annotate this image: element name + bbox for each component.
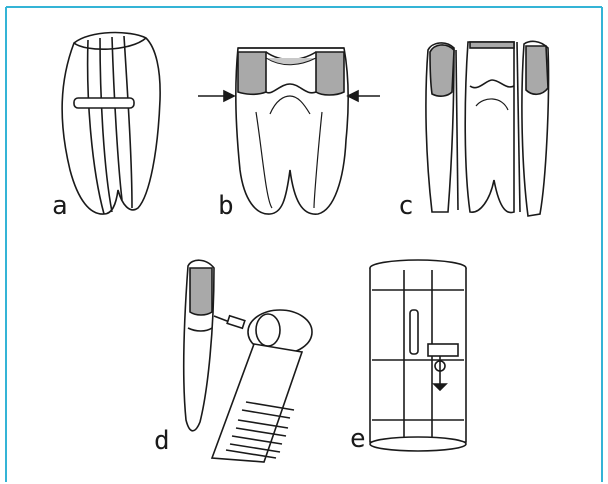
panel-label-d: d <box>154 428 170 454</box>
tooth-slices-icon <box>426 41 549 216</box>
panel-label-a: a <box>52 193 68 219</box>
specimen-holder-icon <box>370 260 466 451</box>
panel-label-b: b <box>218 193 234 219</box>
panel-label-c: c <box>398 193 414 219</box>
panel-label-e: e <box>350 426 366 452</box>
tooth-sectioned-icon <box>62 33 160 215</box>
handpiece-drilling-icon <box>184 260 312 462</box>
tooth-crown-arrows-icon <box>198 48 380 214</box>
